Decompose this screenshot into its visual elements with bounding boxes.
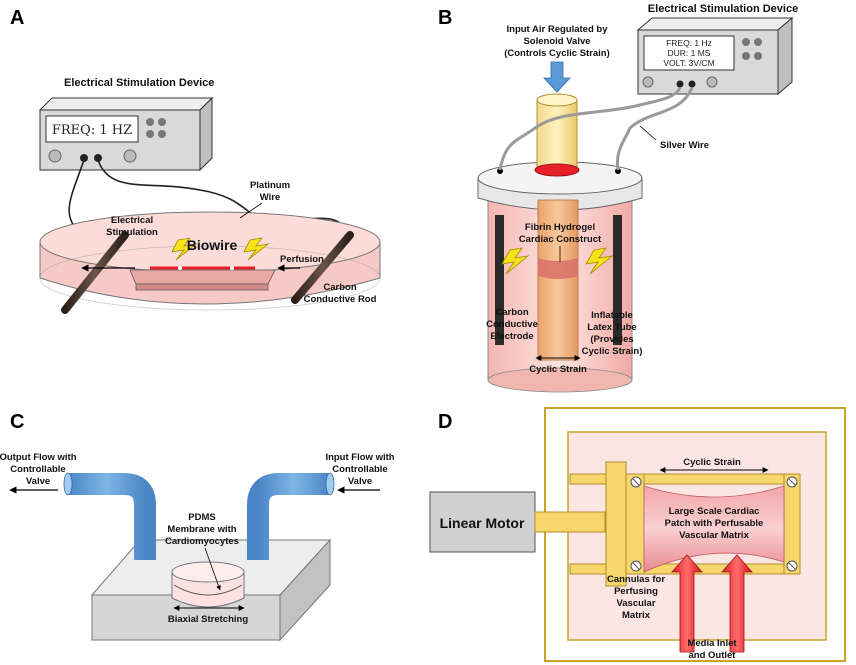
carbon-electrode-right (613, 215, 622, 345)
linear-motor (429, 491, 536, 553)
fibrin-construct (538, 258, 578, 279)
carbon-rod-right (291, 231, 354, 304)
rail-top (569, 473, 801, 485)
panel-b-letter: B (438, 7, 452, 29)
output-flow-label-3: Valve (26, 476, 50, 487)
output-tube (68, 473, 156, 560)
biowire-platform (129, 266, 276, 291)
stretching-chamber (171, 561, 245, 608)
device-b-display-3: VOLT: 3V/CM (663, 58, 714, 68)
device-b-display-1: FREQ: 1 Hz (666, 38, 712, 48)
linear-motor-label: Linear Motor (440, 515, 525, 531)
air-input-arrow-icon (543, 61, 571, 93)
input-tube (247, 473, 330, 560)
silver-wire-right (615, 87, 694, 171)
platinum-wire-label-2: Wire (260, 192, 281, 203)
panel-a: A Electrical Stimulation Device FREQ: 1 … (10, 7, 381, 314)
output-flow-label-1: Output Flow with (0, 452, 77, 463)
panel-a-device-title: Electrical Stimulation Device (64, 77, 214, 89)
panel-d-letter: D (438, 411, 452, 433)
biaxial-label: Biaxial Stretching (168, 614, 248, 625)
patch-label-1: Large Scale Cardiac (669, 506, 760, 517)
latex-tube-label-3: (Provides (590, 334, 633, 345)
air-cylinder (534, 93, 580, 177)
fibrin-label-2: Cardiac Construct (519, 234, 602, 245)
carbon-rod-label-1: Carbon (323, 282, 356, 293)
cyclic-strain-label-d: Cyclic Strain (683, 457, 741, 468)
carbon-electrode-label-3: Electrode (490, 331, 533, 342)
fibrin-label-1: Fibrin Hydrogel (525, 222, 595, 233)
media-label-2: and Outlet (689, 650, 737, 661)
patch-label-2: Patch with Perfusable (665, 518, 764, 529)
input-air-label-1: Input Air Regulated by (507, 24, 609, 35)
cannulas-label-1: Cannulas for (607, 574, 665, 585)
lightning-b-left-icon (501, 247, 530, 275)
electrical-stim-label-1: Electrical (111, 215, 153, 226)
media-label-1: Media Inlet (687, 638, 737, 649)
cannulas-label-2: Perfusing (614, 586, 658, 597)
cardiac-patch (643, 485, 785, 573)
pdms-label-1: PDMS (188, 512, 215, 523)
lightning-a-right-icon (243, 237, 270, 261)
stimulation-device-b: FREQ: 1 Hz DUR: 1 MS VOLT: 3V/CM (636, 16, 794, 96)
input-flow-label-2: Controllable (332, 464, 387, 475)
input-flow-label-1: Input Flow with (325, 452, 394, 463)
motor-shaft (534, 511, 606, 533)
cannulas-label-4: Matrix (622, 610, 651, 621)
input-flow-label-3: Valve (348, 476, 372, 487)
silver-wire-left (498, 87, 682, 171)
patch-label-3: Vascular Matrix (679, 530, 749, 541)
panel-d: D Linear Motor Cyclic Strain Large Scale… (429, 407, 846, 662)
latex-tube-label-4: Cyclic Strain) (582, 346, 643, 357)
media-inlet-arrow-icon (671, 554, 703, 653)
panel-c: C Output Flow with Controllable Valve In… (0, 411, 395, 642)
pdms-label-3: Cardiomyocytes (165, 536, 239, 547)
biowire-label: Biowire (187, 237, 238, 253)
lightning-a-left-icon (171, 237, 198, 261)
panel-b-device-title: Electrical Stimulation Device (648, 3, 798, 15)
carbon-rod-left (61, 231, 129, 314)
latex-tube-label-1: Inflatable (591, 310, 633, 321)
cannulas-label-3: Vascular (616, 598, 655, 609)
device-b-display-2: DUR: 1 MS (668, 48, 711, 58)
carbon-rod-label-2: Conductive Rod (304, 294, 377, 305)
input-air-label-2: Solenoid Valve (523, 36, 590, 47)
media-outlet-arrow-icon (721, 554, 753, 653)
panel-c-letter: C (10, 411, 24, 433)
input-air-label-3: (Controls Cyclic Strain) (504, 48, 610, 59)
latex-tube (537, 199, 579, 361)
platinum-wire-label-1: Platinum (250, 180, 290, 191)
cyclic-strain-label-b: Cyclic Strain (529, 364, 587, 375)
device-a-display (45, 115, 139, 143)
panel-b: B Input Air Regulated by Solenoid Valve … (438, 3, 798, 393)
panel-a-letter: A (10, 7, 24, 29)
carbon-electrode-label-2: Conductive (486, 319, 538, 330)
perfusion-label: Perfusion (280, 254, 324, 265)
pdms-label-2: Membrane with (167, 524, 236, 535)
carbon-electrode-left (495, 215, 504, 345)
carbon-electrode-label-1: Carbon (495, 307, 528, 318)
stimulation-device-a: FREQ: 1 HZ (38, 96, 214, 172)
moving-grip (605, 461, 627, 587)
latex-tube-label-2: Latex Tube (587, 322, 636, 333)
output-flow-label-2: Controllable (10, 464, 65, 475)
fixed-grip (783, 473, 801, 575)
lightning-b-right-icon (585, 247, 614, 275)
silver-wire-label: Silver Wire (660, 140, 709, 151)
device-a-display-text: FREQ: 1 HZ (52, 123, 132, 138)
wire-a-right (97, 159, 345, 241)
electrical-stim-label-2: Stimulation (106, 227, 158, 238)
